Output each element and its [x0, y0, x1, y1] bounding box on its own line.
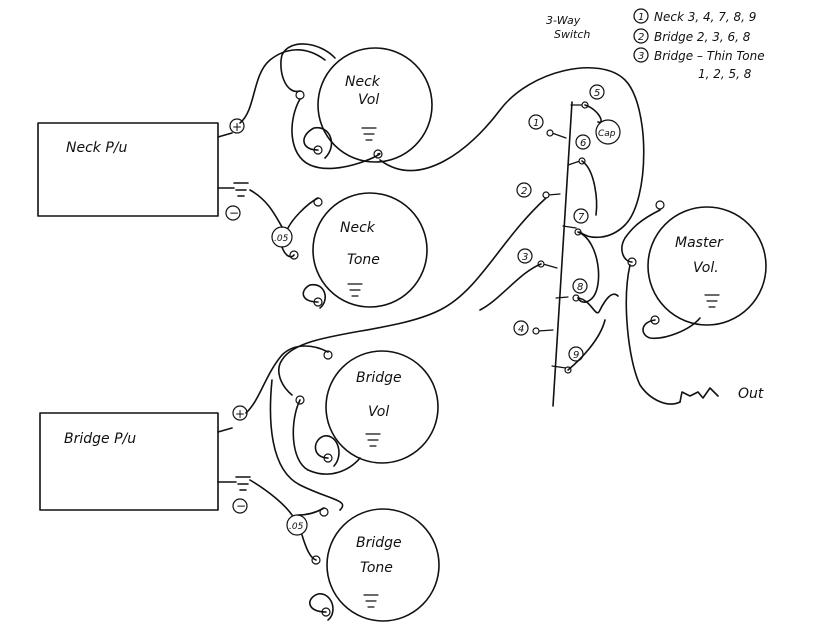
- switch-lug-5: 5: [589, 84, 605, 100]
- svg-text:Tone: Tone: [360, 560, 393, 576]
- svg-text:Bridge: Bridge: [356, 535, 402, 551]
- svg-text:3: 3: [522, 252, 528, 263]
- bridge-tone-pot: Bridge Tone: [311, 507, 440, 622]
- svg-text:Cap: Cap: [598, 129, 616, 139]
- neck-vol-pot: Neck Vol: [295, 47, 433, 163]
- bridge-tone-capacitor: .05: [286, 514, 308, 536]
- svg-text:Neck 3, 4, 7, 8, 9: Neck 3, 4, 7, 8, 9: [654, 10, 756, 24]
- svg-text:7: 7: [578, 212, 585, 223]
- svg-text:9: 9: [573, 350, 579, 361]
- switch-lug-2: 2: [516, 182, 532, 198]
- neck-minus-marker: −: [225, 205, 241, 221]
- switch-legend: 1 Neck 3, 4, 7, 8, 9 2 Bridge 2, 3, 6, 8…: [633, 8, 765, 81]
- master-vol-pot: Master Vol.: [627, 200, 767, 326]
- legend-item-3: 3 Bridge – Thin Tone: [633, 47, 765, 63]
- switch-lug-7: 7: [573, 208, 589, 224]
- svg-text:Bridge: Bridge: [356, 370, 402, 386]
- svg-text:Bridge – Thin Tone: Bridge – Thin Tone: [654, 49, 765, 63]
- bridge-pickup: Bridge P/u: [39, 412, 219, 511]
- svg-text:5: 5: [594, 88, 600, 99]
- legend-item-2: 2 Bridge 2, 3, 6, 8: [633, 28, 751, 44]
- svg-text:Vol: Vol: [358, 92, 379, 108]
- svg-text:Master: Master: [675, 235, 724, 251]
- svg-text:−: −: [229, 206, 239, 220]
- output-label: Out: [738, 386, 764, 402]
- neck-plus-marker: +: [229, 118, 245, 134]
- svg-text:2: 2: [638, 32, 644, 43]
- svg-text:Neck: Neck: [340, 220, 376, 236]
- switch-lug-6: 6: [575, 134, 591, 150]
- bridge-vol-pot: Bridge Vol: [295, 350, 439, 464]
- legend-extra: 1, 2, 5, 8: [698, 67, 752, 81]
- svg-text:3: 3: [638, 51, 644, 62]
- svg-text:1: 1: [533, 118, 539, 129]
- svg-text:4: 4: [518, 324, 524, 335]
- switch-lug-3: 3: [517, 248, 533, 264]
- svg-text:Tone: Tone: [347, 252, 380, 268]
- neck-pickup-label: Neck P/u: [66, 140, 128, 156]
- svg-text:.05: .05: [274, 234, 289, 244]
- svg-text:+: +: [232, 120, 242, 134]
- svg-text:−: −: [236, 499, 246, 513]
- legend-item-1: 1 Neck 3, 4, 7, 8, 9: [633, 8, 756, 24]
- svg-text:Vol.: Vol.: [693, 260, 719, 276]
- switch-capacitor: Cap: [595, 119, 621, 145]
- svg-text:Bridge 2, 3, 6, 8: Bridge 2, 3, 6, 8: [654, 30, 751, 44]
- neck-tone-capacitor: .05: [271, 226, 293, 248]
- switch-title: 3-Way: [546, 14, 581, 27]
- three-way-switch: 3-Way Switch 1 2 3 4 5 6 7 8 9: [513, 14, 605, 407]
- switch-lug-1: 1: [528, 114, 544, 130]
- svg-text:Vol: Vol: [368, 404, 389, 420]
- switch-lug-9: 9: [568, 346, 584, 362]
- svg-text:2: 2: [521, 186, 527, 197]
- svg-text:.05: .05: [289, 522, 304, 532]
- neck-pickup: Neck P/u: [37, 122, 219, 217]
- svg-text:6: 6: [580, 138, 586, 149]
- svg-text:1: 1: [638, 12, 644, 23]
- svg-text:+: +: [235, 407, 245, 421]
- bridge-plus-marker: +: [232, 405, 248, 421]
- switch-lug-4: 4: [513, 320, 529, 336]
- bridge-minus-marker: −: [232, 498, 248, 514]
- neck-tone-pot: Neck Tone: [289, 192, 428, 308]
- bridge-pickup-label: Bridge P/u: [64, 431, 136, 447]
- svg-text:8: 8: [577, 282, 583, 293]
- svg-text:Neck: Neck: [345, 74, 381, 90]
- switch-lug-8: 8: [572, 278, 588, 294]
- switch-title-2: Switch: [554, 28, 590, 41]
